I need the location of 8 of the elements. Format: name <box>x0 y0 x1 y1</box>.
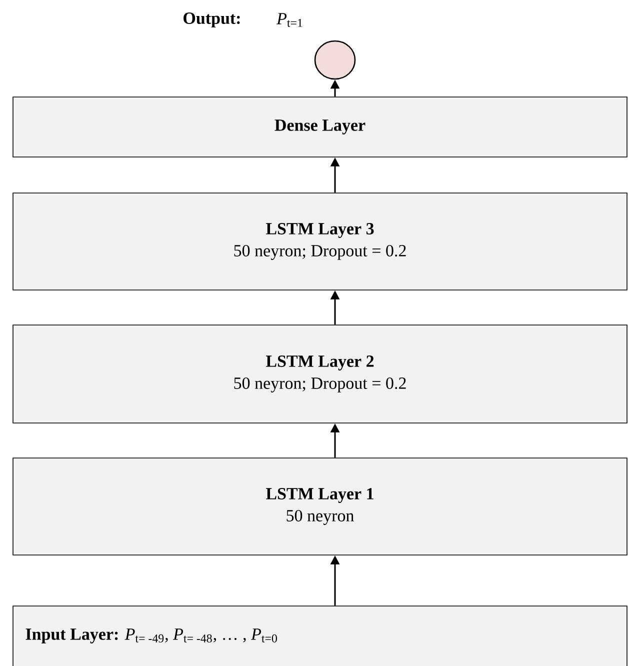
layer-box: LSTM Layer 3 50 neyron; Dropout = 0.2 <box>12 192 628 290</box>
layer-box: Input Layer: P$_{t= -49}$, P$_{t= -48}$, … , P$_{t=0}$ <box>12 606 628 666</box>
output-label: P$_{t=1}$ <box>276 13 302 27</box>
output-label: Output: <box>184 12 240 28</box>
output-circle <box>314 40 356 80</box>
layer-box: LSTM Layer 1 50 neyron <box>12 458 628 556</box>
layer-box: LSTM Layer 2 50 neyron; Dropout = 0.2 <box>12 324 628 424</box>
layer-box: Dense Layer <box>12 96 628 158</box>
